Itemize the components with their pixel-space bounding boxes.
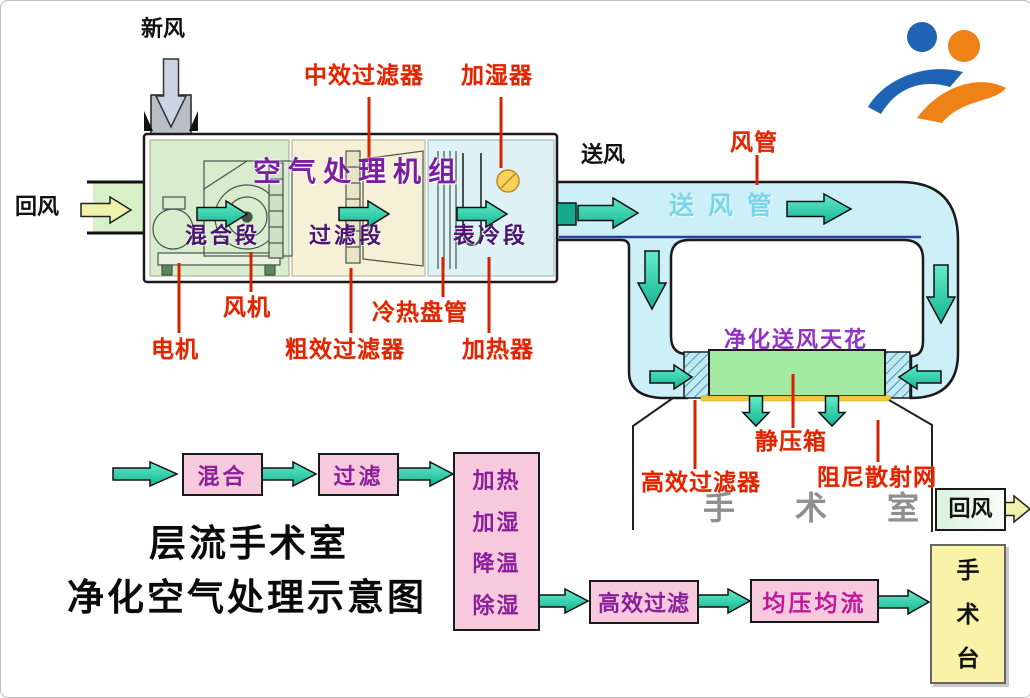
ahu-title: 空气处理机组 [253,156,464,187]
arrow-flow-6 [877,588,931,616]
process-line-cooling: 降温 [472,551,521,577]
flow-step-table: 手术台 [930,544,1006,684]
callout-medium-filter: 中效过滤器 [304,62,424,88]
callout-coarse-filter: 粗效过滤器 [285,336,405,362]
arrow-duct-2 [786,192,853,226]
flow-step-mixing: 混合 [182,453,263,496]
ahu-line-art [152,150,520,276]
arrow-flow-3 [397,460,455,488]
callout-hepa-filter: 高效过滤器 [641,469,761,495]
duct-inner-label: 送风管 [669,192,787,220]
return-air-outlet-label: 回风 [948,496,993,522]
supply-air-label: 送风 [581,142,626,167]
process-line-humidifying: 加湿 [472,509,521,535]
callout-duct: 风管 [730,129,778,155]
operating-room-label: 手 术 室 [703,490,946,526]
operating-table-label: 手术台 [956,557,980,671]
callout-plenum: 静压箱 [755,428,827,454]
arrow-filtering [338,199,391,229]
operating-room-outline [632,397,933,532]
process-line-dehumidifying: 除湿 [472,592,521,618]
process-line-heating: 加热 [472,468,521,494]
flow-step-equalize: 均压均流 [750,579,879,623]
section-cooling-label: 表冷段 [453,223,529,248]
section-filtering-label: 过滤段 [309,223,385,248]
arrow-flow-4 [532,587,590,615]
flow-step-process: 加热 加湿 降温 除湿 [453,452,540,631]
flow-step-hepa: 高效过滤 [589,580,699,624]
main-title-line2: 净化空气处理示意图 [67,578,427,619]
arrow-leg-left-down [636,250,668,311]
fresh-air-arrow [154,58,188,129]
callout-leader-lines [177,97,880,469]
return-air-outlet-box: 回风 [935,488,1006,531]
arrow-into-right-hepa [897,363,942,391]
return-air-label: 回风 [15,194,60,219]
plenum-box [708,349,886,397]
ceiling-assembly [683,349,911,402]
arrow-return-in [80,195,133,225]
arrow-plenum-down-2 [817,395,847,428]
arrow-flow-5 [697,587,752,615]
main-title-line1: 层流手术室 [149,524,349,565]
callout-motor: 电机 [151,336,199,362]
arrow-cooling [456,199,509,229]
arrow-into-left-hepa [649,363,694,391]
damping-net-strip [700,395,892,402]
fresh-air-inlet [144,58,198,136]
air-flow-arrows [112,192,957,616]
flow-step-filtering: 过滤 [318,453,399,496]
arrow-plenum-down-1 [741,395,771,428]
callout-damping-net: 阻尼散射网 [817,464,937,490]
section-mixing-label: 混合段 [185,223,261,248]
arrow-leg-right-down [925,264,957,325]
arrow-duct-1 [577,196,640,230]
ahu-outlet [556,202,577,226]
arrow-flow-2 [260,460,318,488]
callout-heater: 加热器 [462,336,534,362]
callout-fan: 风机 [223,294,271,320]
arrow-flow-1 [112,460,179,488]
callout-coil: 冷热盘管 [372,299,468,325]
fresh-air-label: 新风 [141,16,186,41]
callout-humidifier: 加湿器 [461,62,533,88]
arrow-mixing [196,199,249,229]
logo-icon [868,22,1006,123]
ceiling-label: 净化送风天花 [724,327,869,352]
